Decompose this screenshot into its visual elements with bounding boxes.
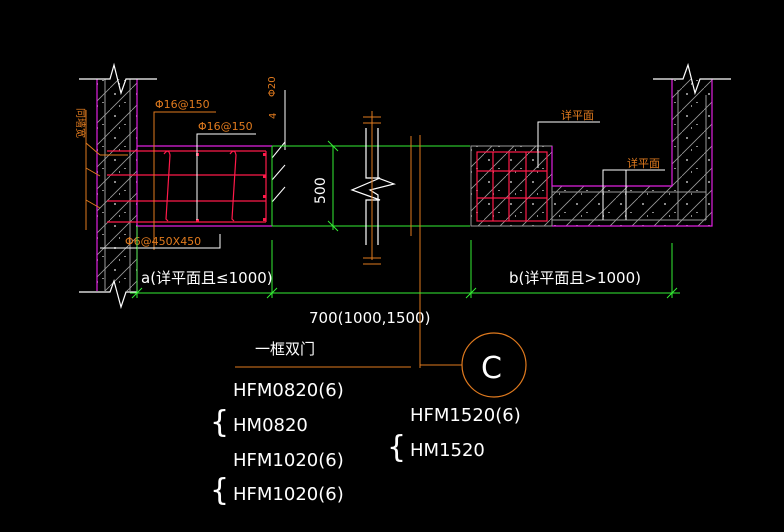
door-code: HM1520 [410,440,485,461]
left-wall-break-bottom [79,279,137,310]
rebar-label-leaders [100,90,286,250]
section-marker-circle [461,332,527,398]
left-wall-break-top [79,62,157,96]
stirrup-prefix: 4 [268,113,279,119]
center-break-symbol [350,111,421,368]
left-wall-section [96,79,138,291]
dimension-right: b(详平面且>1000) [509,269,641,287]
dimension-left: a(详平面且≤1000) [141,269,273,287]
right-column-section [470,145,553,227]
right-slab-and-wall [551,62,731,227]
door-group-1: { HFM0820(6) HM0820 [210,380,344,440]
section-marker-label: C [481,351,502,386]
dimension-total: 700(1000,1500) [309,309,430,327]
group-brace: { [210,473,229,508]
stirrup-label: Φ20 [267,76,278,97]
group-brace: { [210,405,229,440]
door-code: HM0820 [233,415,308,436]
drawing-title: 一框双门 [255,340,315,358]
detail-plan-label-2: 详平面 [627,156,660,170]
rebar-top-label-2: Φ16@150 [198,120,253,133]
height-dimension-label: 500 [313,177,329,204]
dimension-lines [130,226,680,299]
detail-plan-leaders [537,121,665,220]
rebar-top-label-1: Φ16@150 [155,98,210,111]
door-group-2: { HFM1020(6) HFM1020(6) [210,450,344,508]
beam-rebar-cage [107,150,267,223]
detail-plan-label-1: 详平面 [561,108,594,122]
beam-outline [137,145,272,227]
tie-rebar-label: Φ6@450X450 [125,235,201,248]
door-code: HFM1520(6) [410,405,521,426]
wall-note-leader [85,110,128,230]
height-extent-lines [271,140,470,232]
door-group-3: { HFM1520(6) HM1520 [387,405,521,465]
rebar-dots [196,153,266,222]
door-code: HFM1020(6) [233,450,344,471]
door-code: HFM1020(6) [233,484,344,505]
wall-note-label: 同墙宽 [74,108,87,138]
door-code: HFM0820(6) [233,380,344,401]
section-marker-leader [419,300,462,366]
group-brace: { [387,430,406,465]
